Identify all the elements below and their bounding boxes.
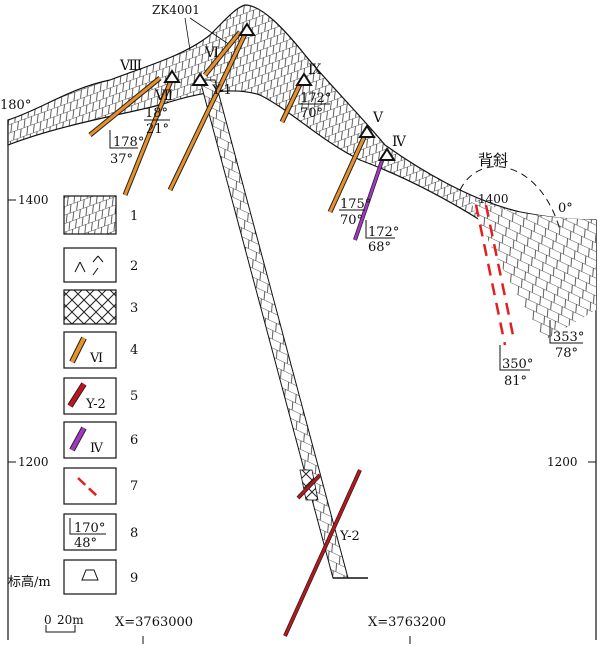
x-coord-1: X=3763000	[115, 615, 193, 630]
svg-text:350°: 350°	[502, 357, 533, 372]
svg-text:Ⅳ: Ⅳ	[90, 441, 104, 456]
borehole-label: ZK4001	[152, 3, 200, 17]
vein-label-viii: Ⅷ	[119, 58, 142, 74]
elev-1200-right: 1200	[547, 455, 578, 469]
attitude-178-37: 178° 37°	[109, 130, 144, 167]
anticline-zone	[470, 200, 596, 340]
svg-text:20m: 20m	[57, 613, 84, 627]
legend-box-6	[63, 421, 117, 459]
purple-vein-iv	[353, 154, 386, 241]
svg-text:9: 9	[130, 571, 138, 586]
vein-label-vi: Ⅵ	[204, 45, 219, 61]
red-dashed-veins	[474, 204, 516, 346]
outcrop-triangle-icon	[238, 22, 256, 36]
vein-label-y2: Y-2	[339, 529, 360, 544]
x-coord-2: X=3763200	[368, 615, 446, 630]
surface-elev: 1400	[478, 192, 509, 206]
svg-text:70°: 70°	[300, 106, 323, 121]
attitude-175-70: 175° 70°	[339, 197, 371, 228]
svg-text:Y-2: Y-2	[85, 397, 106, 412]
svg-text:353°: 353°	[553, 330, 584, 345]
axis-title: 标高/m	[8, 574, 51, 590]
svg-text:3: 3	[130, 301, 138, 316]
outcrop-triangle-icon	[358, 124, 376, 138]
svg-text:175°: 175°	[340, 197, 371, 212]
svg-text:Ⅵ: Ⅵ	[89, 351, 103, 366]
svg-text:48°: 48°	[74, 536, 97, 551]
anticline-arc	[459, 166, 561, 231]
legend-box-7	[63, 467, 117, 505]
svg-text:172°: 172°	[368, 225, 399, 240]
red-vein-y2	[283, 469, 362, 637]
azimuth-right: 0°	[558, 201, 573, 216]
svg-text:2: 2	[130, 259, 138, 274]
legend-box-3	[63, 289, 117, 325]
legend	[63, 195, 117, 595]
svg-text:37°: 37°	[110, 152, 133, 167]
legend-box-5	[63, 377, 117, 415]
vein-label-ix: Ⅸ	[308, 62, 322, 78]
svg-text:1: 1	[130, 209, 138, 224]
svg-text:70°: 70°	[340, 213, 363, 228]
legend-box-1	[63, 195, 117, 235]
svg-text:170°: 170°	[74, 521, 105, 536]
svg-text:68°: 68°	[368, 240, 391, 255]
elev-1200-left: 1200	[18, 455, 49, 469]
elev-1400-left: 1400	[18, 193, 49, 207]
svg-text:178°: 178°	[113, 135, 144, 150]
svg-text:78°: 78°	[555, 346, 578, 361]
azimuth-left: 180°	[0, 98, 31, 113]
outcrop-markers	[163, 22, 396, 161]
outcrop-triangle-icon	[378, 147, 396, 161]
attitude-172-70: 172° 70°	[299, 91, 331, 121]
outcrop-triangle-icon	[295, 72, 313, 86]
vein-label-v: Ⅴ	[372, 110, 384, 126]
attitude-353-78: 353° 78°	[549, 320, 584, 361]
outcrop-triangle-icon	[163, 69, 181, 83]
svg-text:6: 6	[130, 433, 138, 448]
attitude-172-68: 172° 68°	[365, 220, 399, 255]
x-coordinates: X=3763000 X=3763200	[115, 615, 446, 644]
outcrop-triangle-icon	[191, 72, 209, 86]
legend-box-9	[63, 559, 117, 595]
vein-label-vii: Ⅶ	[154, 88, 173, 104]
vein-label-iv: Ⅳ	[392, 134, 407, 150]
elevation-axis: 1400 1200 1200 标高/m	[8, 193, 596, 590]
svg-text:18°: 18°	[145, 106, 168, 121]
svg-text:0: 0	[44, 613, 52, 627]
scale-bar: 0 20m	[44, 613, 84, 633]
svg-text:7: 7	[130, 479, 138, 494]
svg-text:21°: 21°	[146, 122, 169, 137]
anticline-label: 背斜	[478, 151, 508, 169]
orange-veins	[88, 28, 369, 214]
svg-text:4: 4	[130, 343, 138, 358]
attitude-18-21: 18° 21°	[144, 106, 170, 137]
legend-box-8	[63, 513, 117, 551]
legend-labels: 1 2 3 4 Ⅵ 5 Y-2 6 Ⅳ 7 8 170° 48° 9	[74, 209, 138, 586]
svg-text:172°: 172°	[300, 91, 331, 106]
outcrop-triangle-icon	[81, 569, 99, 581]
svg-text:5: 5	[130, 389, 138, 404]
svg-text:81°: 81°	[504, 374, 527, 389]
attitude-350-81: 350° 81°	[499, 345, 533, 389]
borehole-zk4001	[184, 17, 368, 579]
vein-label-y1: Y-1	[211, 83, 232, 98]
legend-box-2	[63, 247, 117, 283]
svg-text:8: 8	[130, 526, 138, 541]
